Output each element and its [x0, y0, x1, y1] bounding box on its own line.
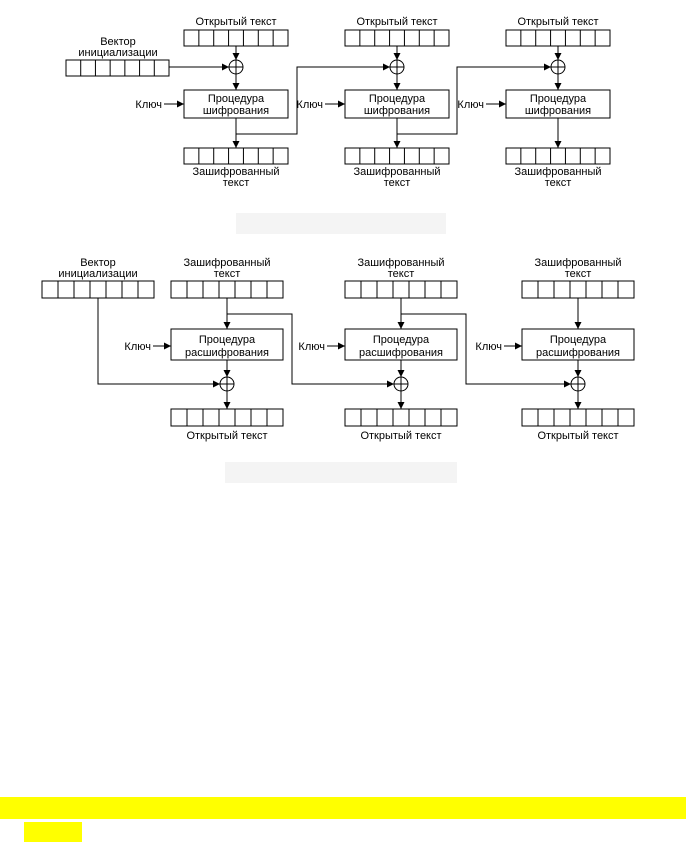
- dec-plaintext-register-frame: [170, 408, 284, 427]
- dec-iv-label-line-1: Вектор: [80, 257, 116, 269]
- dec-ciphertext-label-line-1: Зашифрованный: [183, 257, 270, 269]
- enc-plaintext-register: [344, 29, 450, 47]
- enc-plaintext-register-frame: [183, 29, 289, 47]
- enc-plaintext-label: Открытый текст: [195, 16, 276, 28]
- dec-key-label: Ключ: [124, 341, 151, 353]
- enc-plaintext-register-frame: [505, 29, 611, 47]
- dec-ciphertext-label-line-2: текст: [388, 268, 415, 280]
- dec-procedure-box: [170, 328, 284, 361]
- dec-ciphertext-label-line-2: текст: [565, 268, 592, 280]
- enc-ciphertext-register-frame: [344, 147, 450, 165]
- dec-ciphertext-register: [344, 280, 458, 299]
- dec-key-label: Ключ: [298, 341, 325, 353]
- enc-ciphertext-register: [183, 147, 289, 165]
- enc-ciphertext-label-line-2: текст: [384, 177, 411, 189]
- dec-procedure-label-line-1: Процедура: [550, 334, 607, 346]
- enc-plaintext-label: Открытый текст: [356, 16, 437, 28]
- enc-procedure-label-line-1: Процедура: [208, 93, 265, 105]
- enc-chain-arrow-1: [236, 63, 390, 135]
- enc-plaintext-register: [505, 29, 611, 47]
- enc-iv-label-line-2: инициализации: [78, 47, 157, 59]
- dec-ciphertext-register: [170, 280, 284, 299]
- dec-key-label: Ключ: [475, 341, 502, 353]
- dec-iv-register: [41, 280, 155, 299]
- dec-plaintext-register: [344, 408, 458, 427]
- dec-ciphertext-register-frame: [521, 280, 635, 299]
- dec-chain-arrow-2: [401, 313, 571, 388]
- enc-procedure-label-line-1: Процедура: [369, 93, 426, 105]
- yellow-highlight-tab: [24, 822, 82, 842]
- dec-procedure-box: [521, 328, 635, 361]
- dec-ciphertext-label-line-2: текст: [214, 268, 241, 280]
- dec-ciphertext-register-frame: [344, 280, 458, 299]
- enc-procedure-label-line-2: шифрования: [203, 105, 269, 117]
- enc-ciphertext-register-frame: [505, 147, 611, 165]
- dec-chain-arrow-1: [227, 313, 394, 388]
- enc-ciphertext-register-frame: [183, 147, 289, 165]
- enc-plaintext-label: Открытый текст: [517, 16, 598, 28]
- dec-iv-to-xor-arrow: [97, 298, 220, 388]
- dec-procedure-label-line-2: расшифрования: [359, 347, 443, 359]
- enc-xor-icon: [389, 59, 405, 75]
- dec-plaintext-label: Открытый текст: [360, 430, 441, 442]
- enc-ciphertext-label-line-1: Зашифрованный: [514, 166, 601, 178]
- dec-plaintext-label: Открытый текст: [537, 430, 618, 442]
- dec-ciphertext-label-line-1: Зашифрованный: [534, 257, 621, 269]
- dec-plaintext-register-frame: [344, 408, 458, 427]
- enc-iv-register-frame: [65, 59, 170, 77]
- dec-plaintext-register: [521, 408, 635, 427]
- enc-chain-arrow-2: [397, 63, 551, 135]
- enc-procedure-label-line-2: шифрования: [525, 105, 591, 117]
- dec-xor-icon: [219, 376, 235, 392]
- enc-ciphertext-register: [344, 147, 450, 165]
- dec-iv-register-frame: [41, 280, 155, 299]
- enc-key-label: Ключ: [135, 99, 162, 111]
- enc-procedure-label-line-2: шифрования: [364, 105, 430, 117]
- decryption-diagram: ВекторинициализацииЗашифрованныйтекстПро…: [41, 257, 635, 442]
- enc-key-label: Ключ: [457, 99, 484, 111]
- dec-plaintext-register-frame: [521, 408, 635, 427]
- enc-plaintext-register-frame: [344, 29, 450, 47]
- enc-plaintext-register: [183, 29, 289, 47]
- dec-ciphertext-label-line-1: Зашифрованный: [357, 257, 444, 269]
- dec-plaintext-register: [170, 408, 284, 427]
- dec-ciphertext-register: [521, 280, 635, 299]
- enc-ciphertext-label-line-1: Зашифрованный: [353, 166, 440, 178]
- yellow-highlight-band: [0, 797, 686, 819]
- dec-procedure-label-line-1: Процедура: [199, 334, 256, 346]
- dec-xor-icon: [393, 376, 409, 392]
- enc-key-label: Ключ: [296, 99, 323, 111]
- dec-procedure-label-line-2: расшифрования: [185, 347, 269, 359]
- dec-procedure-label-line-2: расшифрования: [536, 347, 620, 359]
- enc-procedure-box: [344, 89, 450, 119]
- enc-iv-register: [65, 59, 170, 77]
- dec-ciphertext-register-frame: [170, 280, 284, 299]
- dec-procedure-box: [344, 328, 458, 361]
- dec-iv-label-line-2: инициализации: [58, 268, 137, 280]
- enc-xor-icon: [228, 59, 244, 75]
- dec-xor-icon: [570, 376, 586, 392]
- enc-iv-label-line-1: Вектор: [100, 36, 136, 48]
- dec-procedure-label-line-1: Процедура: [373, 334, 430, 346]
- enc-xor-icon: [550, 59, 566, 75]
- decryption-caption-placeholder: [225, 462, 457, 483]
- enc-ciphertext-label-line-2: текст: [545, 177, 572, 189]
- enc-ciphertext-register: [505, 147, 611, 165]
- enc-ciphertext-label-line-1: Зашифрованный: [192, 166, 279, 178]
- enc-procedure-box: [505, 89, 611, 119]
- enc-procedure-label-line-1: Процедура: [530, 93, 587, 105]
- encryption-caption-placeholder: [236, 213, 446, 234]
- enc-ciphertext-label-line-2: текст: [223, 177, 250, 189]
- dec-plaintext-label: Открытый текст: [186, 430, 267, 442]
